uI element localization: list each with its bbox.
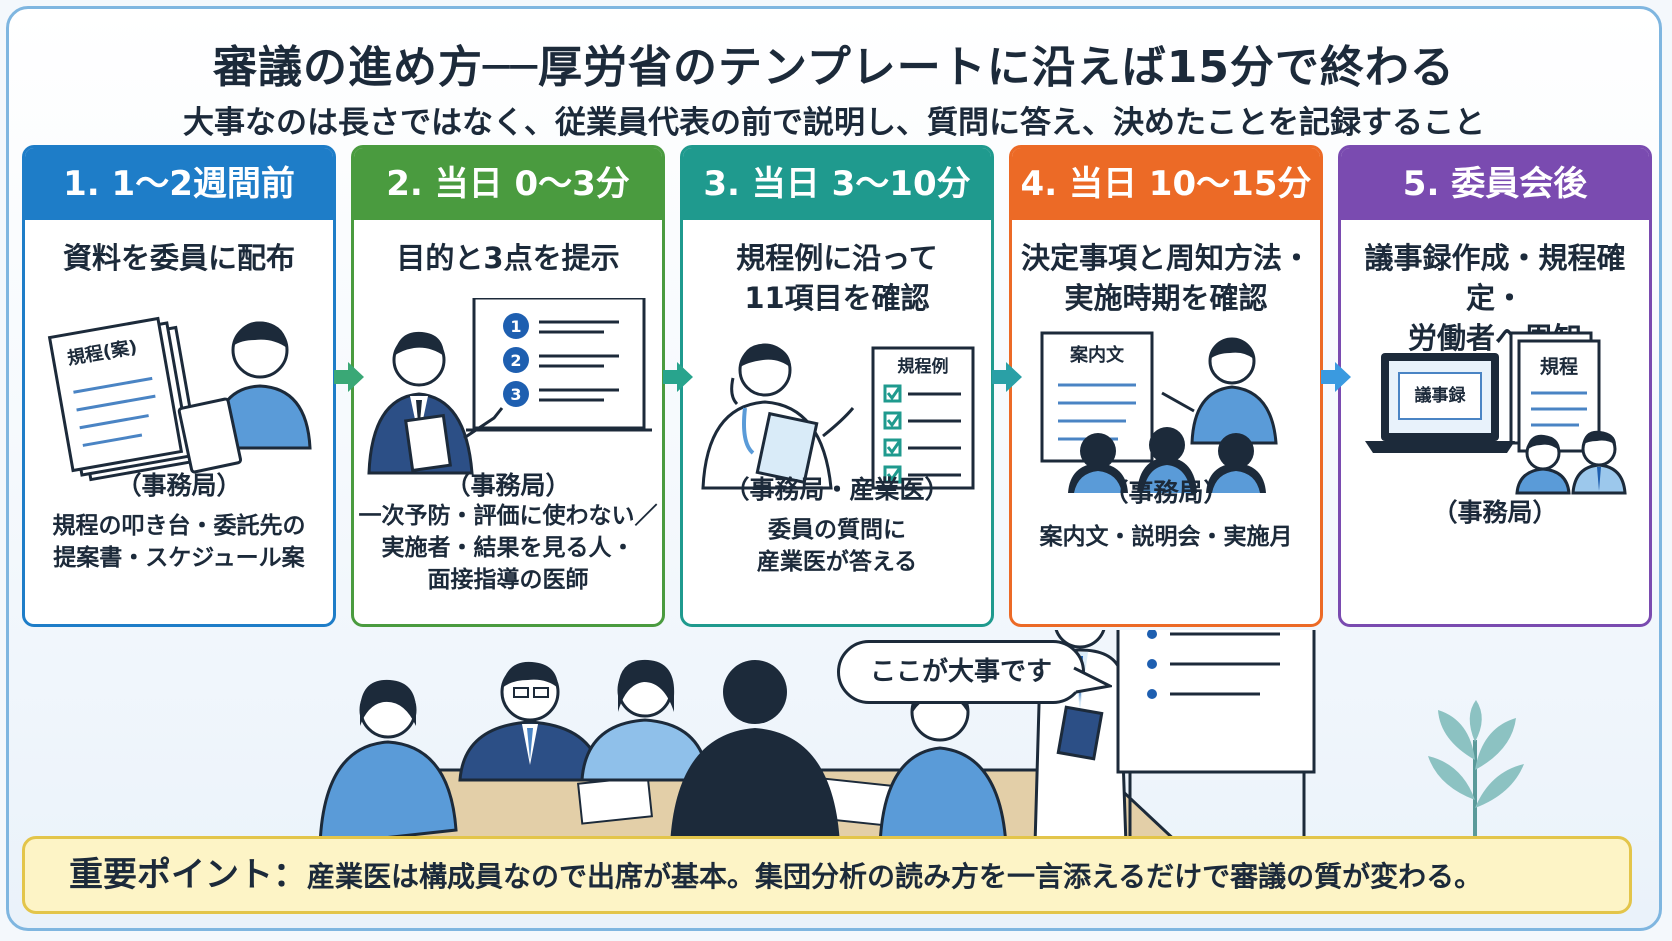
step-action-line: 11項目を確認 bbox=[744, 281, 930, 315]
step-header-4: 4. 当日 10〜15分 bbox=[1012, 148, 1320, 220]
page-title: 審議の進め方──厚労省のテンプレートに沿えば15分で終わる bbox=[213, 42, 1455, 93]
page-subtitle: 大事なのは長さではなく、従業員代表の前で説明し、質問に答え、決めたことを記録する… bbox=[183, 105, 1485, 141]
step-action-3: 規程例に沿って 11項目を確認 bbox=[683, 238, 991, 318]
minutes-and-rules-illustration: 規程 議事録 bbox=[1365, 331, 1627, 495]
step-detail-line: 案内文・説明会・実施月 bbox=[1039, 524, 1293, 550]
step-action-line: 議事録作成・規程確定・ bbox=[1364, 241, 1626, 315]
speech-bubble: ここが大事です bbox=[837, 640, 1085, 704]
step-action-line: 実施時期を確認 bbox=[1064, 281, 1268, 315]
step-detail-line: 提案書・スケジュール案 bbox=[53, 545, 305, 571]
step-detail-1: 規程の叩き台・委託先の 提案書・スケジュール案 bbox=[25, 510, 333, 574]
step-card-5: 5. 委員会後 議事録作成・規程確定・ 労働者へ周知 規程 議事録 （事務局） bbox=[1338, 145, 1652, 627]
key-point-text: 産業医は構成員なので出席が基本。集団分析の読み方を一言添えるだけで審議の質が変わ… bbox=[307, 860, 1483, 893]
step-detail-2: 一次予防・評価に使わない／ 実施者・結果を見る人・ 面接指導の医師 bbox=[354, 500, 662, 596]
step-detail-line: 産業医が答える bbox=[756, 549, 918, 575]
list-number: 1 bbox=[510, 317, 521, 336]
step-header-1: 1. 1〜2週間前 bbox=[25, 148, 333, 220]
step-action-line: 目的と3点を提示 bbox=[396, 241, 620, 275]
step-header-2: 2. 当日 0〜3分 bbox=[354, 148, 662, 220]
step-action-1: 資料を委員に配布 bbox=[25, 238, 333, 278]
step-role-3: （事務局・産業医） bbox=[724, 475, 950, 504]
step-card-1: 1. 1〜2週間前 資料を委員に配布 規程(案) （事務局） 規程の叩き台・委託… bbox=[22, 145, 336, 627]
doc-label: 案内文 bbox=[1069, 344, 1125, 366]
step-role-5: （事務局） bbox=[1432, 498, 1558, 527]
step-role-1: （事務局） bbox=[116, 471, 242, 500]
step-role-2: （事務局） bbox=[445, 471, 571, 500]
speech-bubble-tail-icon bbox=[1072, 666, 1112, 694]
briefing-session-illustration: 案内文 bbox=[1040, 331, 1278, 493]
step-arrow-icon bbox=[1321, 362, 1351, 392]
step-action-4: 決定事項と周知方法・ 実施時期を確認 bbox=[1012, 238, 1320, 318]
doc-label: 規程例 bbox=[898, 356, 949, 377]
step-card-2: 2. 当日 0〜3分 目的と3点を提示 1 2 3 （事務局） 一次予防・評価に… bbox=[351, 145, 665, 627]
document-distribution-illustration: 規程(案) bbox=[47, 316, 312, 482]
step-arrow-icon bbox=[663, 362, 693, 392]
presenter-whiteboard-illustration: 1 2 3 bbox=[367, 298, 652, 475]
step-detail-line: 面接指導の医師 bbox=[427, 567, 589, 593]
doc-label: 議事録 bbox=[1415, 385, 1467, 406]
doc-label: 規程 bbox=[1540, 356, 1578, 378]
step-card-3: 3. 当日 3〜10分 規程例に沿って 11項目を確認 規程例 （事務局・産業医… bbox=[680, 145, 994, 627]
committee-meeting-illustration bbox=[317, 630, 1316, 845]
step-arrow-icon bbox=[334, 362, 364, 392]
key-point-label: 重要ポイント： bbox=[69, 855, 307, 895]
step-detail-3: 委員の質問に 産業医が答える bbox=[683, 514, 991, 578]
step-header-5: 5. 委員会後 bbox=[1341, 148, 1649, 220]
step-detail-line: 実施者・結果を見る人・ bbox=[381, 535, 635, 561]
step-action-line: 資料を委員に配布 bbox=[62, 241, 295, 275]
plant-icon bbox=[1428, 700, 1524, 850]
step-detail-line: 一次予防・評価に使わない／ bbox=[358, 503, 658, 529]
step-detail-4: 案内文・説明会・実施月 bbox=[1012, 521, 1320, 553]
step-role-4: （事務局） bbox=[1103, 478, 1229, 507]
step-action-line: 決定事項と周知方法・ bbox=[1020, 241, 1311, 275]
step-card-4: 4. 当日 10〜15分 決定事項と周知方法・ 実施時期を確認 案内文 （事務局… bbox=[1009, 145, 1323, 627]
doctor-checklist-illustration: 規程例 bbox=[701, 343, 975, 490]
list-number: 3 bbox=[510, 385, 521, 404]
step-detail-line: 規程の叩き台・委託先の bbox=[52, 513, 306, 539]
step-action-2: 目的と3点を提示 bbox=[354, 238, 662, 278]
step-arrow-icon bbox=[992, 362, 1022, 392]
step-detail-line: 委員の質問に bbox=[768, 517, 906, 543]
key-point-banner: 重要ポイント：産業医は構成員なので出席が基本。集団分析の読み方を一言添えるだけで… bbox=[22, 836, 1632, 914]
step-header-3: 3. 当日 3〜10分 bbox=[683, 148, 991, 220]
list-number: 2 bbox=[510, 351, 521, 370]
step-action-line: 規程例に沿って bbox=[736, 241, 938, 275]
